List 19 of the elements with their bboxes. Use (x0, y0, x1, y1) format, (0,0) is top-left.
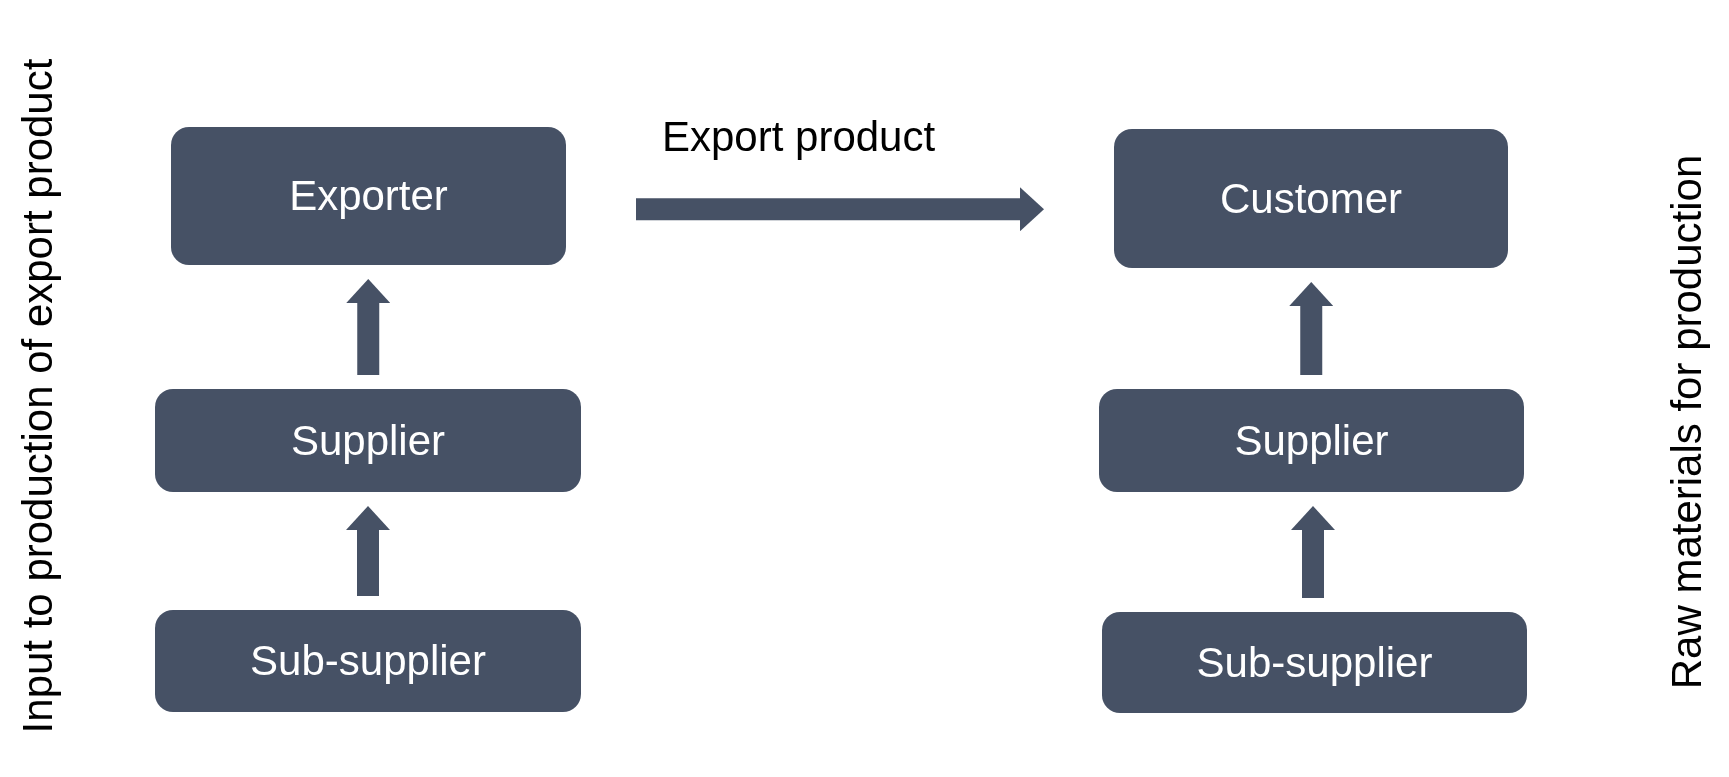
box-label: Sub-supplier (250, 637, 486, 685)
block-arrow (346, 506, 390, 596)
block-arrow (346, 279, 391, 375)
axis-caption: Input to production of export product (14, 58, 62, 734)
process-box (1102, 612, 1527, 713)
process-box (155, 610, 581, 712)
box-label: Supplier (1234, 416, 1389, 465)
box-label: Supplier (290, 416, 446, 465)
process-box (171, 127, 566, 265)
block-arrow (1289, 282, 1334, 375)
axis-caption: Raw materials for production (1663, 154, 1711, 690)
box-label: Exporter (289, 172, 448, 220)
block-arrow (1291, 506, 1335, 598)
box-label: Customer (1219, 174, 1403, 223)
block-arrow (636, 187, 1044, 232)
process-box (155, 389, 581, 492)
process-box (1099, 389, 1524, 492)
box-label: Sub-supplier (1196, 638, 1433, 687)
process-box (1114, 129, 1508, 268)
